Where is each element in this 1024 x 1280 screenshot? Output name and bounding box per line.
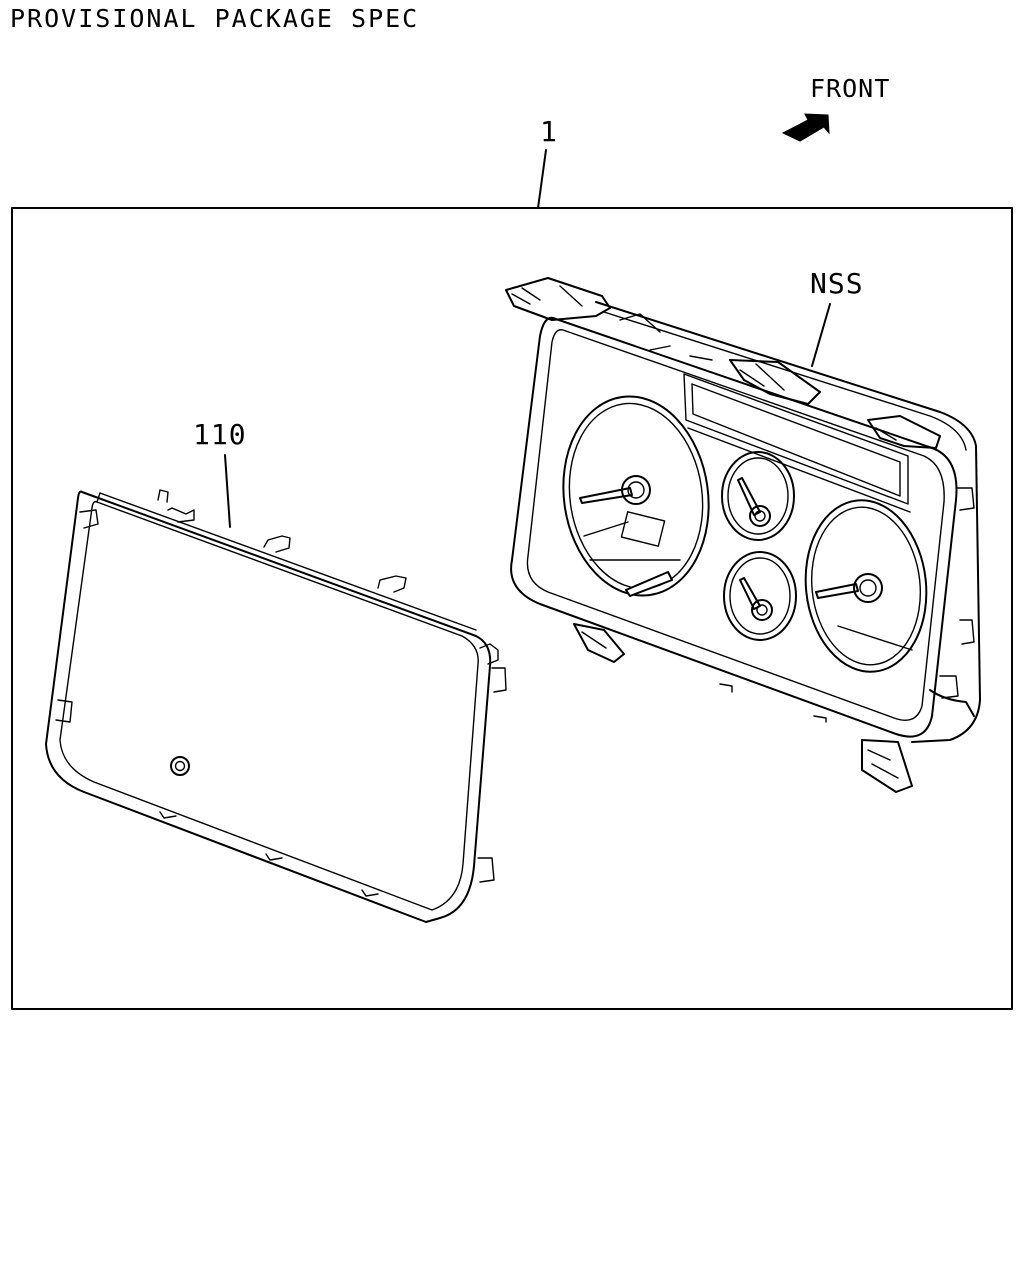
leader-line-lens xyxy=(224,454,231,528)
assembly-frame xyxy=(11,207,1013,1010)
callout-lens[interactable]: 110 xyxy=(193,418,247,451)
lens-bezel-part[interactable] xyxy=(45,489,507,923)
front-arrow-icon xyxy=(781,113,830,142)
callout-assembly[interactable]: 1 xyxy=(540,115,558,148)
front-label: FRONT xyxy=(810,74,891,103)
leader-line-meter xyxy=(811,303,831,367)
leader-line-assembly xyxy=(537,149,547,209)
page-title: PROVISIONAL PACKAGE SPEC xyxy=(10,4,420,33)
callout-meter[interactable]: NSS xyxy=(810,267,864,300)
meter-assembly-part[interactable] xyxy=(505,277,981,793)
